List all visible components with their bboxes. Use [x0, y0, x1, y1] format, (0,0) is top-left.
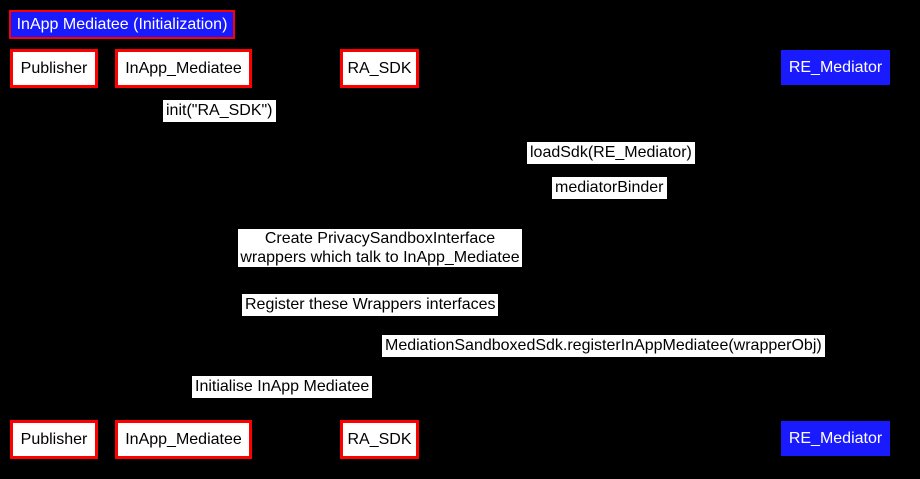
note-line-2: wrappers which talk to InApp_Mediatee — [240, 249, 520, 266]
note-line-1: Create PrivacySandboxInterface — [264, 230, 496, 247]
actor-publisher-top: Publisher — [10, 49, 98, 88]
note-create-wrappers: Create PrivacySandboxInterface wrappers … — [238, 229, 522, 267]
diagram-title: InApp Mediatee (Initialization) — [9, 10, 235, 39]
message-register-wrappers: Register these Wrappers interfaces — [242, 294, 499, 316]
actor-re-mediator-bottom: RE_Mediator — [781, 421, 890, 456]
message-register-inapp-mediatee: MediationSandboxedSdk.registerInAppMedia… — [382, 335, 825, 357]
message-load-sdk: loadSdk(RE_Mediator) — [527, 142, 695, 164]
actor-inapp-mediatee-bottom: InApp_Mediatee — [115, 420, 252, 459]
actor-inapp-mediatee-top: InApp_Mediatee — [115, 49, 252, 88]
message-initialise-inapp-mediatee: Initialise InApp Mediatee — [192, 376, 373, 398]
actor-re-mediator-top: RE_Mediator — [781, 50, 890, 85]
actor-publisher-bottom: Publisher — [10, 420, 98, 459]
message-init-ra-sdk: init("RA_SDK") — [163, 100, 276, 122]
actor-ra-sdk-bottom: RA_SDK — [340, 420, 419, 459]
actor-ra-sdk-top: RA_SDK — [340, 49, 419, 88]
message-mediator-binder: mediatorBinder — [552, 177, 667, 199]
